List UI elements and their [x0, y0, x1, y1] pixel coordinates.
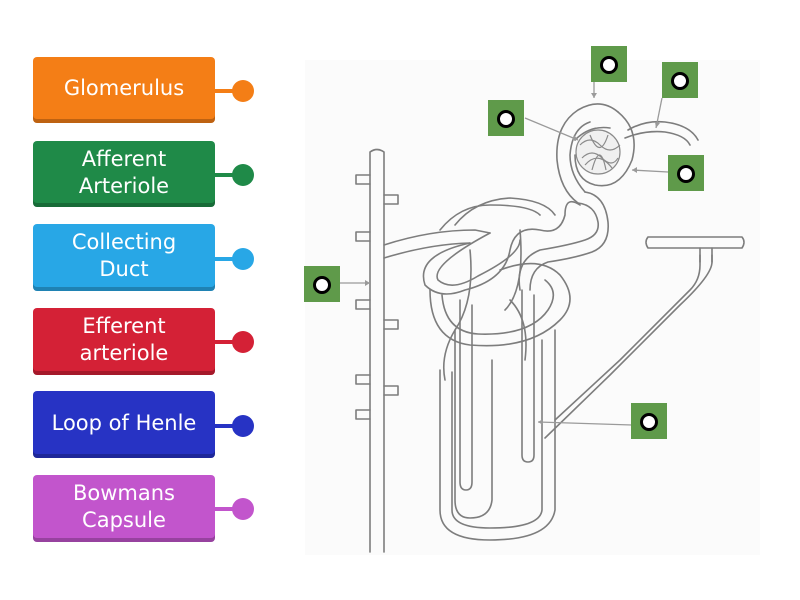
connector-dot[interactable]	[232, 248, 254, 270]
connector-line	[215, 173, 243, 177]
connector-dot[interactable]	[232, 164, 254, 186]
drop-zone-marker	[671, 72, 689, 90]
connector-line	[215, 424, 243, 428]
drop-zone-marker	[600, 56, 618, 74]
label-loop-of-henle-text: Loop of Henle	[51, 410, 197, 435]
label-bowmans-capsule-text: Bowmans Capsule	[72, 481, 175, 532]
drop-zone[interactable]	[662, 62, 698, 98]
connector-dot[interactable]	[232, 415, 254, 437]
connector-line	[215, 89, 243, 93]
connector-dot[interactable]	[232, 498, 254, 520]
label-efferent-arteriole-text: Efferent arteriole	[79, 314, 169, 365]
drop-zone[interactable]	[488, 100, 524, 136]
connector-dot[interactable]	[232, 331, 254, 353]
label-glomerulus-text: Glomerulus	[63, 76, 185, 100]
label-bowmans-capsule[interactable]: Bowmans Capsule	[33, 475, 215, 542]
drop-zone[interactable]	[631, 403, 667, 439]
drop-zone[interactable]	[304, 266, 340, 302]
connector-line	[215, 507, 243, 511]
label-afferent-arteriole-text: Afferent Arteriole	[78, 146, 170, 198]
connector-line	[215, 340, 243, 344]
label-glomerulus[interactable]: Glomerulus	[33, 57, 215, 123]
drop-zone[interactable]	[668, 155, 704, 191]
drop-zone[interactable]	[591, 46, 627, 82]
drop-zone-marker	[313, 276, 331, 294]
connector-line	[215, 257, 243, 261]
drop-zone-marker	[497, 110, 515, 128]
label-collecting-duct[interactable]: Collecting Duct	[33, 224, 215, 291]
label-collecting-duct-text: Collecting Duct	[71, 230, 177, 281]
connector-dot[interactable]	[232, 80, 254, 102]
label-efferent-arteriole[interactable]: Efferent arteriole	[33, 308, 215, 375]
drop-zone-marker	[640, 413, 658, 431]
label-loop-of-henle[interactable]: Loop of Henle	[33, 391, 215, 458]
label-afferent-arteriole[interactable]: Afferent Arteriole	[33, 141, 215, 207]
drop-zone-marker	[677, 165, 695, 183]
